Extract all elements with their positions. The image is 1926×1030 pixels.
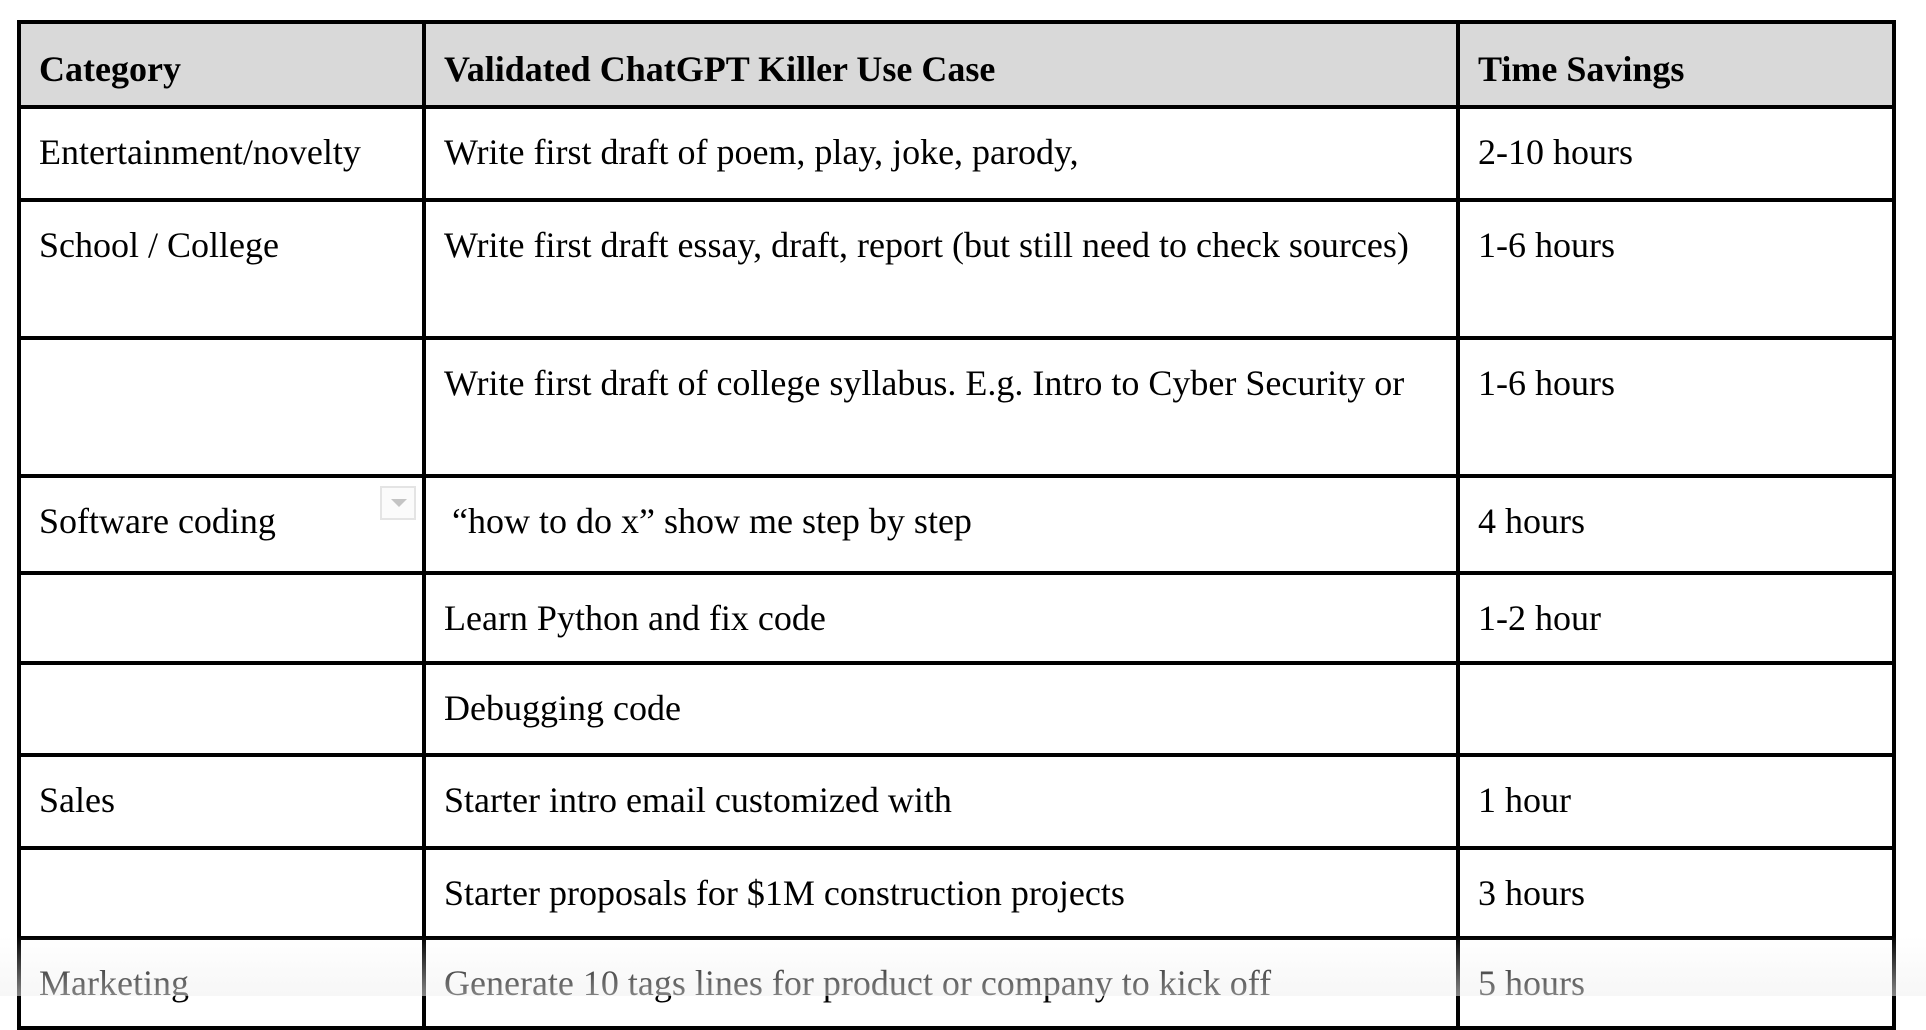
chevron-down-icon: [391, 499, 407, 507]
category-cell[interactable]: Sales: [17, 753, 426, 850]
category-cell[interactable]: [17, 571, 426, 665]
row-dropdown-button[interactable]: [380, 486, 416, 520]
category-cell[interactable]: School / College: [17, 198, 426, 340]
use-case-cell[interactable]: “how to do x” show me step by step: [422, 474, 1460, 575]
table-row: Marketing Generate 10 tags lines for pro…: [17, 936, 1896, 1030]
header-row: Category Validated ChatGPT Killer Use Ca…: [17, 20, 1896, 109]
category-cell[interactable]: Software coding: [17, 474, 426, 575]
time-savings-cell[interactable]: 1 hour: [1456, 753, 1896, 850]
table-row: Software coding “how to do x” show me st…: [17, 474, 1896, 575]
header-use-case[interactable]: Validated ChatGPT Killer Use Case: [422, 20, 1460, 109]
table-row: Entertainment/novelty Write first draft …: [17, 105, 1896, 202]
category-cell[interactable]: Entertainment/novelty: [17, 105, 426, 202]
category-cell[interactable]: [17, 661, 426, 757]
category-cell-text: Software coding: [39, 501, 276, 541]
time-savings-cell[interactable]: 3 hours: [1456, 846, 1896, 940]
time-savings-cell[interactable]: [1456, 661, 1896, 757]
table-row: School / College Write first draft essay…: [17, 198, 1896, 340]
table-row: Sales Starter intro email customized wit…: [17, 753, 1896, 850]
use-case-cell[interactable]: Starter intro email customized with: [422, 753, 1460, 850]
table-header: Category Validated ChatGPT Killer Use Ca…: [17, 20, 1896, 109]
use-case-cell[interactable]: Starter proposals for $1M construction p…: [422, 846, 1460, 940]
time-savings-cell[interactable]: 2-10 hours: [1456, 105, 1896, 202]
table-row: Debugging code: [17, 661, 1896, 757]
use-case-cell[interactable]: Write first draft of college syllabus. E…: [422, 336, 1460, 478]
category-cell[interactable]: Marketing: [17, 936, 426, 1030]
category-cell[interactable]: [17, 846, 426, 940]
use-case-table: Category Validated ChatGPT Killer Use Ca…: [17, 20, 1896, 1030]
use-case-cell[interactable]: Learn Python and fix code: [422, 571, 1460, 665]
time-savings-cell[interactable]: 1-2 hour: [1456, 571, 1896, 665]
table-row: Write first draft of college syllabus. E…: [17, 336, 1896, 478]
time-savings-cell[interactable]: 4 hours: [1456, 474, 1896, 575]
table-row: Learn Python and fix code 1-2 hour: [17, 571, 1896, 665]
time-savings-cell[interactable]: 1-6 hours: [1456, 198, 1896, 340]
time-savings-cell[interactable]: 1-6 hours: [1456, 336, 1896, 478]
time-savings-cell[interactable]: 5 hours: [1456, 936, 1896, 1030]
header-category[interactable]: Category: [17, 20, 426, 109]
use-case-cell[interactable]: Write first draft of poem, play, joke, p…: [422, 105, 1460, 202]
use-case-cell[interactable]: Debugging code: [422, 661, 1460, 757]
use-case-cell[interactable]: Write first draft essay, draft, report (…: [422, 198, 1460, 340]
use-case-cell[interactable]: Generate 10 tags lines for product or co…: [422, 936, 1460, 1030]
table-row: Starter proposals for $1M construction p…: [17, 846, 1896, 940]
header-time-savings[interactable]: Time Savings: [1456, 20, 1896, 109]
table-body: Entertainment/novelty Write first draft …: [17, 105, 1896, 1030]
category-cell[interactable]: [17, 336, 426, 478]
